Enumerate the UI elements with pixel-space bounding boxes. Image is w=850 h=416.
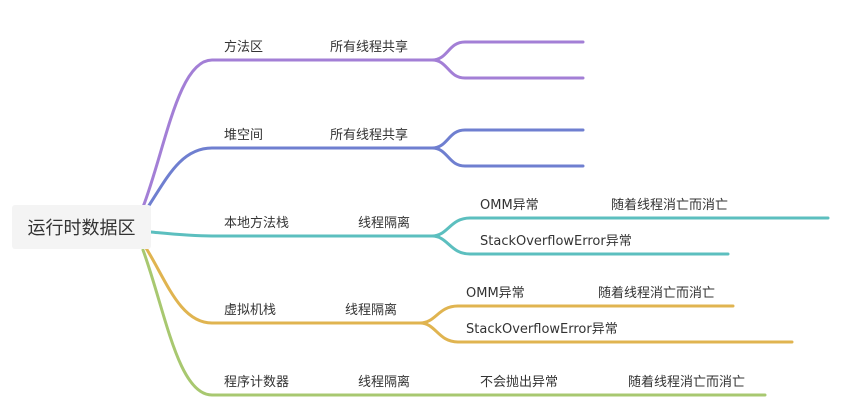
node-method-area-shared[interactable]: 所有线程共享 [330, 40, 409, 55]
connector-root-pc-register [141, 248, 767, 397]
root-label: 运行时数据区 [27, 218, 136, 239]
node-vm-stack-isolated[interactable]: 线程隔离 [345, 303, 398, 318]
node-native-stack-omm[interactable]: OMM异常 [480, 198, 539, 213]
node-vm-stack-omm-lifecycle[interactable]: 随着线程消亡而消亡 [598, 286, 716, 301]
connector-root-method-area [141, 58, 434, 209]
node-heap[interactable]: 堆空间 [224, 128, 264, 143]
connector-method-area-leaf-1 [430, 40, 585, 62]
node-native-stack-isolated[interactable]: 线程隔离 [358, 216, 411, 231]
node-native-stack-soe[interactable]: StackOverflowError异常 [480, 234, 632, 249]
node-vm-stack[interactable]: 虚拟机栈 [224, 303, 277, 318]
root-node[interactable]: 运行时数据区 [12, 205, 151, 249]
node-pc-register[interactable]: 程序计数器 [224, 375, 290, 390]
node-native-stack[interactable]: 本地方法栈 [224, 216, 290, 231]
connector-heap-leaf-1 [430, 128, 585, 150]
node-pc-register-isolated[interactable]: 线程隔离 [358, 375, 411, 390]
connector-root-heap [144, 146, 434, 212]
node-vm-stack-soe[interactable]: StackOverflowError异常 [466, 322, 618, 337]
connector-vm-stack-leaf-2 [418, 321, 794, 344]
node-heap-shared[interactable]: 所有线程共享 [330, 128, 409, 143]
connector-method-area-leaf-2 [430, 58, 585, 80]
connector-native-stack-leaf-2 [430, 234, 730, 256]
node-pc-register-no-exception[interactable]: 不会抛出异常 [480, 375, 559, 390]
node-method-area[interactable]: 方法区 [224, 40, 264, 55]
connector-root-native-stack [149, 230, 434, 238]
connector-heap-leaf-2 [430, 146, 585, 168]
connector-root-vm-stack [144, 246, 422, 325]
node-pc-register-lifecycle[interactable]: 随着线程消亡而消亡 [628, 375, 746, 390]
node-vm-stack-omm[interactable]: OMM异常 [466, 286, 525, 301]
node-native-stack-omm-lifecycle[interactable]: 随着线程消亡而消亡 [611, 198, 729, 213]
connector-vm-stack-leaf-1 [418, 304, 735, 325]
